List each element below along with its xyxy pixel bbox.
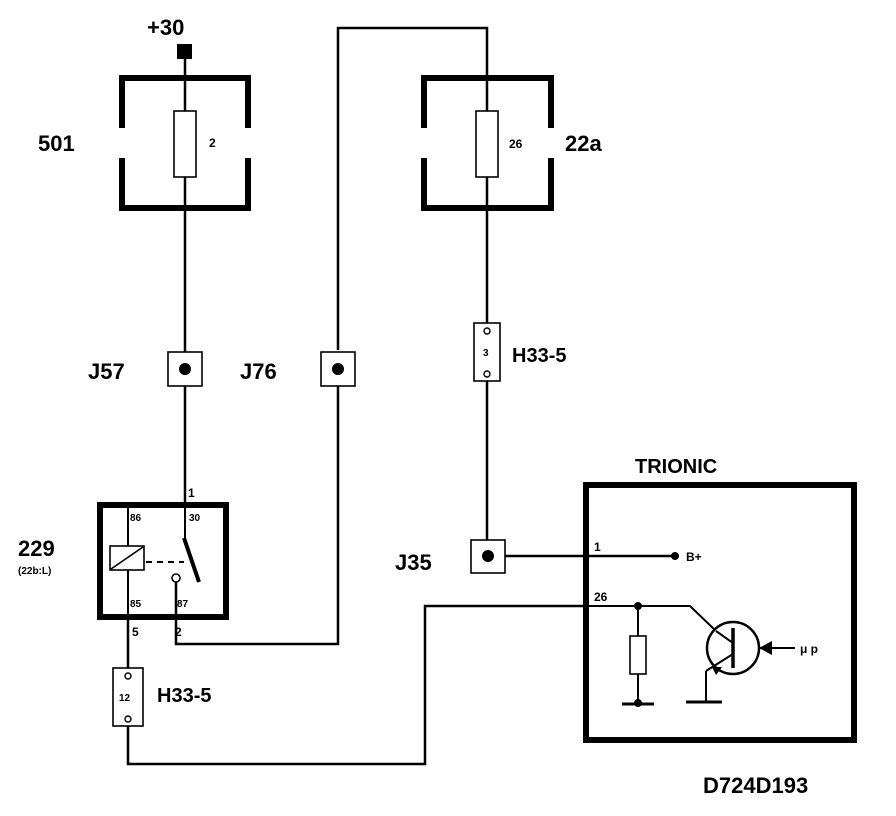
junction-j76-label: J76 (240, 359, 277, 384)
relay-coil-diagonal (110, 546, 144, 570)
wire-h33-5-to-trionic-26 (126, 604, 586, 766)
connector-pin-hole (483, 327, 491, 335)
relay-229-sublabel: (22b:L) (18, 566, 51, 577)
supply-terminal: +30 (147, 15, 192, 59)
relay-switch-arm (182, 537, 201, 583)
relay-229: 86 30 85 87 1 5 2 229 (22b:L) (18, 486, 229, 639)
connector-h33-5-top-label: H33-5 (512, 345, 566, 367)
trionic-input-line (586, 605, 717, 632)
fuse-block-22a-label: 22a (565, 131, 602, 156)
supply-terminal-square (177, 44, 192, 59)
fuse-block-22a-top (421, 75, 554, 128)
fuse-block-22a: 26 22a (421, 75, 602, 211)
trionic-bplus-label: B+ (686, 550, 702, 564)
fuse-26-number: 26 (509, 137, 523, 151)
relay-wire-2: 2 (175, 625, 182, 639)
connector-pin-hole (483, 370, 491, 378)
microprocessor-label: μ p (800, 642, 818, 656)
relay-wire-5: 5 (132, 625, 139, 639)
wire-j76-to-relay-87 (174, 386, 340, 646)
trionic-pin-26: 26 (594, 590, 608, 604)
connector-h33-5-bottom: 12 H33-5 (112, 667, 211, 727)
trionic-pin-1: 1 (594, 540, 601, 554)
junction-j35: J35 (395, 539, 506, 575)
relay-229-label: 229 (18, 536, 55, 561)
trionic-title: TRIONIC (635, 456, 717, 478)
junction-j35-dot (482, 550, 494, 562)
trionic-bplus-node (671, 552, 679, 560)
junction-j57: J57 (88, 351, 203, 387)
connector-pin-hole (124, 715, 132, 723)
connector-h33-5-top: 3 H33-5 (473, 322, 566, 382)
junction-j57-dot (179, 363, 191, 375)
trionic-ecu: TRIONIC 1 B+ 26 μ p (583, 456, 857, 743)
connector-pin-hole (124, 672, 132, 680)
fuse-2-symbol (173, 110, 197, 178)
junction-j76: J76 (240, 351, 356, 387)
relay-229-box (97, 502, 229, 620)
relay-contact-87 (171, 573, 181, 583)
relay-pin-86: 86 (130, 513, 142, 524)
fuse-2-number: 2 (209, 136, 216, 150)
fuse-26-symbol (475, 110, 499, 178)
relay-pin-85: 85 (130, 599, 142, 610)
junction-j35-box (470, 539, 506, 574)
relay-pin-87: 87 (177, 599, 189, 610)
transistor-collector (715, 630, 734, 644)
relay-pin-30: 30 (189, 513, 201, 524)
trionic-resistor-symbol (629, 635, 647, 675)
fuse-block-501-bottom (119, 158, 251, 211)
junction-j57-label: J57 (88, 359, 125, 384)
fuse-block-501-top (119, 75, 251, 128)
junction-j76-dot (332, 363, 344, 375)
trionic-ecu-box (583, 482, 857, 743)
fuse-block-501-label: 501 (38, 131, 75, 156)
fuse-block-22a-bottom (421, 158, 554, 211)
junction-j35-label: J35 (395, 550, 432, 575)
fuse-block-501: 2 501 (38, 75, 251, 211)
supply-label: +30 (147, 15, 184, 40)
wire-j76-to-fuse-22a (336, 26, 489, 350)
transistor-emitter (705, 653, 734, 672)
connector-h33-5-bottom-label: H33-5 (157, 685, 211, 707)
connector-h33-5-top-pin: 3 (483, 348, 489, 359)
relay-wire-1: 1 (188, 486, 195, 500)
diagram-id: D724D193 (703, 773, 808, 798)
transistor-emitter-arrow (712, 667, 722, 675)
connector-h33-5-bottom-pin: 12 (119, 693, 131, 704)
microprocessor-signal-arrow (759, 641, 772, 655)
